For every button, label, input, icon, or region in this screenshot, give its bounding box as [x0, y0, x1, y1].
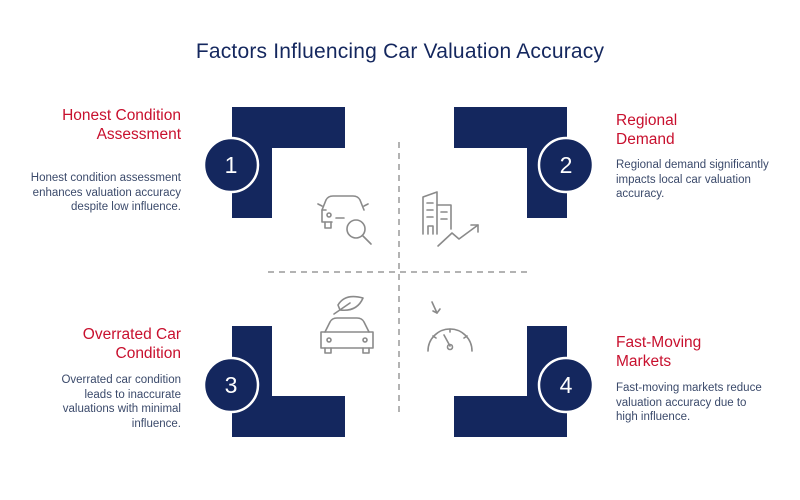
factor-3-heading: Overrated Car Condition [82, 326, 181, 362]
factor-2-bracket: 2 [454, 107, 595, 218]
factor-4-description: Fast-moving markets reduce valuation acc… [616, 382, 762, 423]
factor-3-description: Overrated car condition leads to inaccur… [61, 374, 181, 430]
factor-1-bracket: 1 [202, 107, 345, 218]
factor-1-heading: Honest Condition Assessment [62, 107, 181, 143]
factor-1-number: 1 [225, 152, 238, 178]
buildings-growth-icon [422, 191, 479, 247]
factor-4-number: 4 [560, 372, 573, 398]
factor-2-description: Regional demand significantly impacts lo… [616, 159, 769, 200]
car-leaf-icon [320, 295, 374, 354]
factor-3-number: 3 [225, 372, 238, 398]
factor-4-heading: Fast-Moving Markets [616, 334, 702, 370]
car-magnifier-icon [317, 195, 372, 245]
factor-1-description: Honest condition assessment enhances val… [30, 172, 181, 213]
page-title: Factors Influencing Car Valuation Accura… [195, 40, 605, 63]
speedometer-icon [427, 301, 473, 352]
factor-3-bracket: 3 [202, 326, 345, 437]
factor-2-number: 2 [560, 152, 573, 178]
factor-4-bracket: 4 [454, 326, 595, 437]
factor-2-heading: Regional Demand [616, 112, 678, 148]
